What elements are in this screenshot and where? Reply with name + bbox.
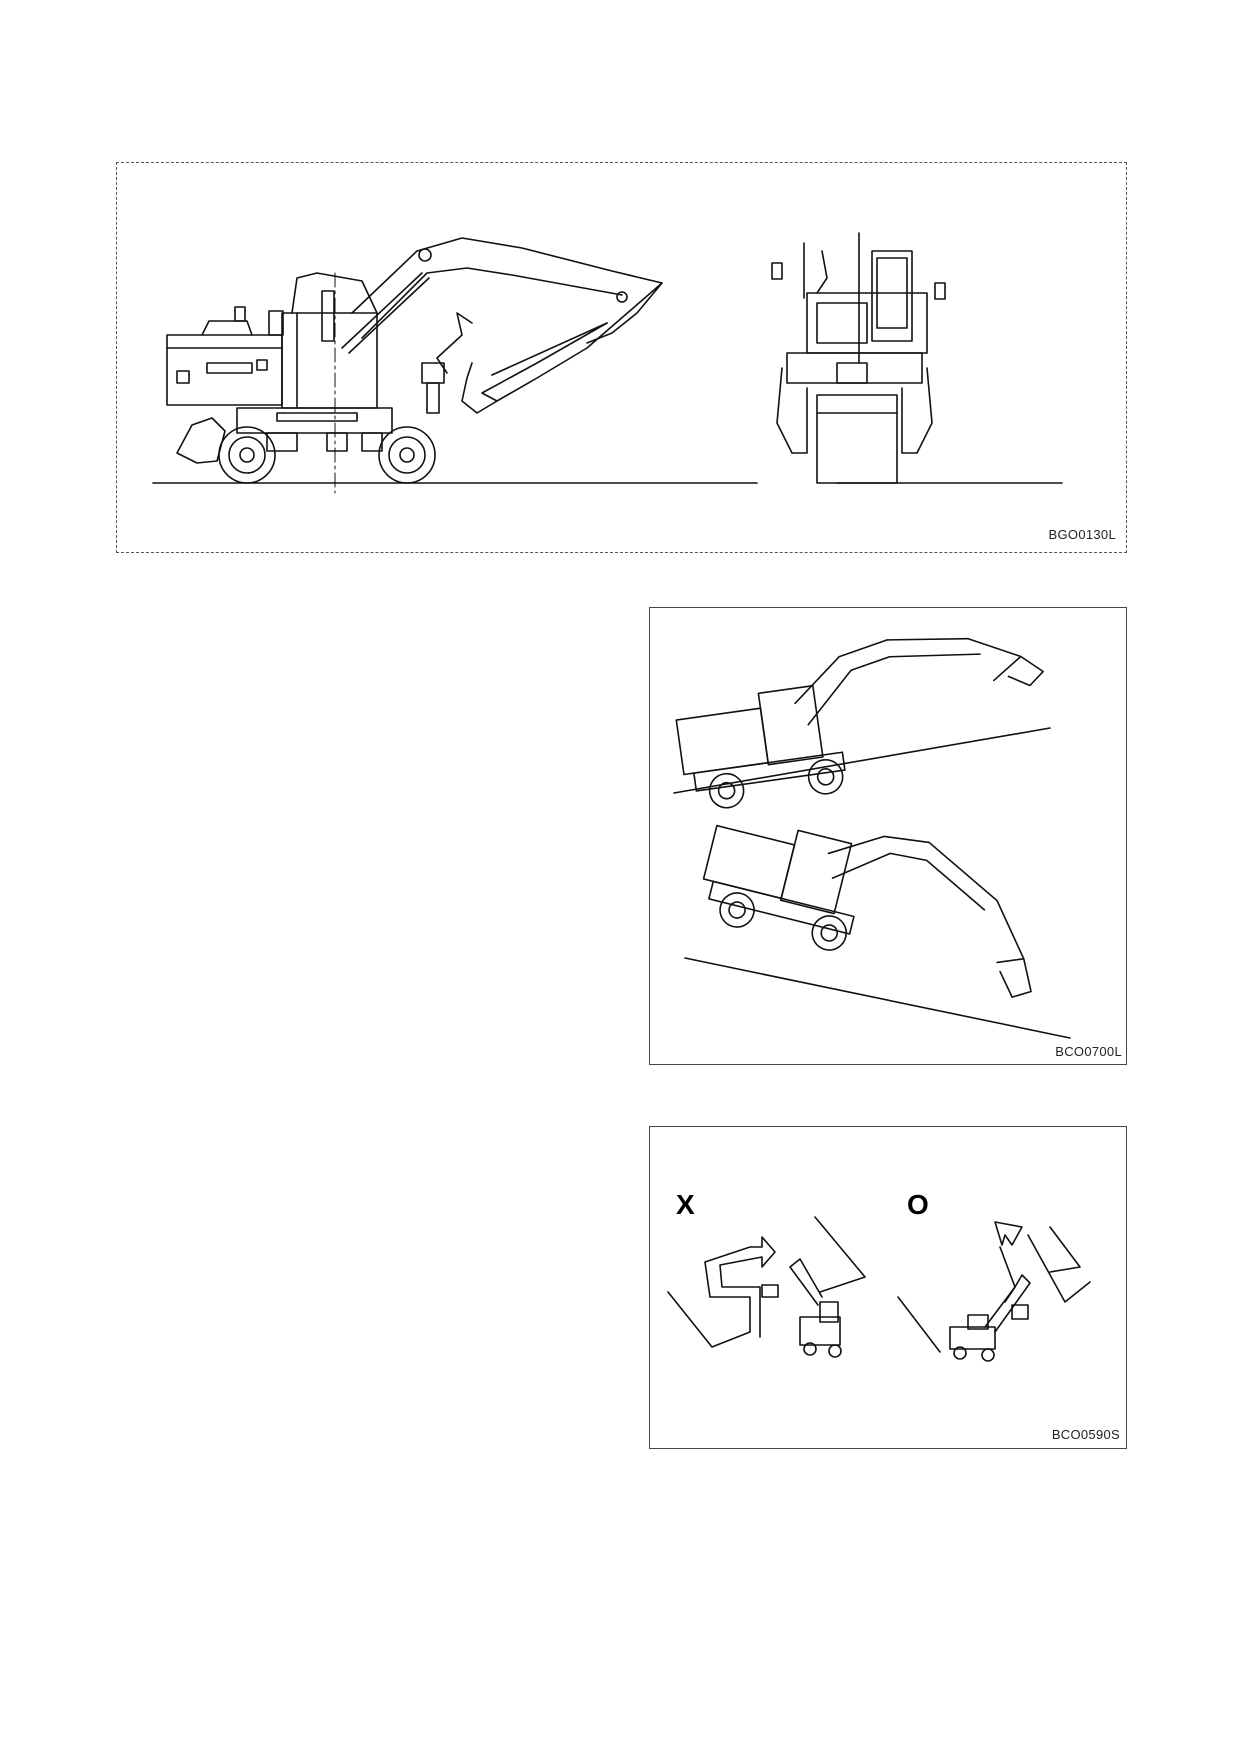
slope-turn-illustration (667, 1216, 1091, 1362)
figure-slope-work: BCO0700L (649, 607, 1127, 1065)
excavator-side-front-illustration (152, 232, 1063, 494)
slope-work-illustration (673, 637, 1071, 1039)
figure-machine-views: BGO0130L (116, 162, 1127, 553)
right-mark: O (907, 1189, 929, 1220)
figure-code: BGO0130L (1048, 527, 1116, 542)
figure-code: BCO0590S (1051, 1427, 1120, 1442)
figure-code: BCO0700L (1055, 1044, 1122, 1059)
wrong-mark: X (676, 1189, 695, 1220)
figure-slope-turn: X O BCO0590S (649, 1126, 1127, 1449)
